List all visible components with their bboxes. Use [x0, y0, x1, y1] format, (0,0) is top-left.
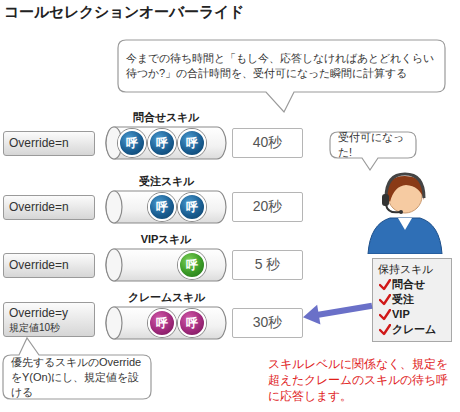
arrow-connector [303, 305, 372, 325]
threshold-value: 規定値10秒 [9, 321, 94, 334]
bubble-path [118, 40, 445, 112]
override-box: Override=n [3, 195, 95, 220]
skill-item: クレーム [378, 322, 446, 337]
skill-item: VIP [378, 307, 446, 322]
override-box: Override=n [3, 253, 95, 278]
skill-name: クレームスキル [85, 290, 247, 304]
waiting-call: 呼 [148, 129, 176, 157]
wait-time: 5 秒 [255, 256, 281, 274]
headset-band [386, 174, 424, 198]
tube-body [106, 307, 226, 339]
override-box: Override=y規定値10秒 [3, 302, 95, 337]
call-mark: 呼 [126, 136, 138, 150]
operator-illustration [360, 168, 450, 254]
override-setting: Override=n [9, 258, 94, 273]
check-mark [379, 324, 391, 336]
wait-time: 30秒 [253, 314, 283, 332]
bubble-outline [118, 40, 445, 92]
tube-body [106, 249, 226, 281]
check-mark [379, 309, 391, 321]
check-mark [379, 279, 391, 291]
tube-body [106, 127, 226, 159]
skill-list-heading: 保持スキル [378, 262, 446, 277]
call-mark: 呼 [186, 200, 198, 214]
speech-bubble: 優先するスキルのOverrideをY(On)にし、規定値を設ける [3, 355, 151, 399]
queue-tube: クレームスキル呼呼 [105, 306, 227, 340]
bubble-text: 今までの待ち時間と「もし今、応答しなければあとどれくらい待つか?」の合計時間を、… [126, 51, 437, 81]
check-stroke [380, 325, 390, 334]
wait-time: 20秒 [253, 198, 283, 216]
override-setting: Override=y [9, 306, 94, 321]
override-setting: Override=n [9, 200, 94, 215]
tube-outline [105, 248, 227, 282]
waiting-call: 呼 [178, 251, 206, 279]
wait-time-box: 40秒 [232, 128, 303, 158]
queue-tube: 受注スキル呼呼 [105, 190, 227, 224]
tube-end [106, 191, 122, 223]
skill-name: 問合せスキル [85, 110, 247, 124]
speech-bubble: 今までの待ち時間と「もし今、応答しなければあとどれくらい待つか?」の合計時間を、… [118, 40, 445, 92]
queue-tube: VIPスキル呼 [105, 248, 227, 282]
arrow-shaft [317, 306, 372, 315]
waiting-call: 呼 [178, 193, 206, 221]
diagram-title: コールセレクションオーバーライド [4, 3, 244, 22]
skill-list-box: 保持スキル問合せ受注VIPクレーム [372, 258, 452, 342]
note-text: スキルレベルに関係なく、規定を超えたクレームのスキルの待ち呼に応答します。 [268, 356, 450, 404]
bubble-text: 受付可になった! [338, 130, 408, 160]
bubble-text: 優先するスキルのOverrideをY(On)にし、規定値を設ける [11, 355, 143, 400]
headset-mic-tip [399, 210, 403, 214]
waiting-call: 呼 [118, 129, 146, 157]
wait-time-box: 5 秒 [232, 250, 303, 280]
check-stroke [380, 280, 390, 289]
wait-time-box: 20秒 [232, 192, 303, 222]
waiting-call: 呼 [178, 309, 206, 337]
override-setting: Override=n [9, 136, 94, 151]
operator-body [368, 218, 442, 254]
skill-name: 受注スキル [85, 174, 247, 188]
arrow-head [303, 305, 320, 325]
speech-bubble: 受付可になった! [330, 132, 416, 158]
tube-end [106, 307, 122, 339]
call-mark: 呼 [156, 136, 168, 150]
call-mark: 呼 [186, 136, 198, 150]
headset-ear [382, 194, 389, 206]
check-mark [379, 294, 391, 306]
tube-end [106, 249, 122, 281]
headset-mic [386, 205, 400, 212]
operator-collar [398, 218, 412, 230]
waiting-call: 呼 [148, 309, 176, 337]
override-box: Override=n [3, 131, 95, 156]
waiting-call: 呼 [178, 129, 206, 157]
call-mark: 呼 [186, 316, 198, 330]
call-mark: 呼 [186, 258, 198, 272]
check-stroke [380, 295, 390, 304]
tube-body [106, 191, 226, 223]
queue-tube: 問合せスキル呼呼呼 [105, 126, 227, 160]
call-mark: 呼 [156, 316, 168, 330]
call-mark: 呼 [156, 200, 168, 214]
skill-item: 問合せ [378, 277, 446, 292]
waiting-call: 呼 [148, 193, 176, 221]
check-stroke [380, 310, 390, 319]
wait-time: 40秒 [253, 134, 283, 152]
skill-item: 受注 [378, 292, 446, 307]
skill-name: VIPスキル [85, 232, 247, 246]
bubble-path [3, 338, 151, 399]
wait-time-box: 30秒 [232, 308, 303, 338]
